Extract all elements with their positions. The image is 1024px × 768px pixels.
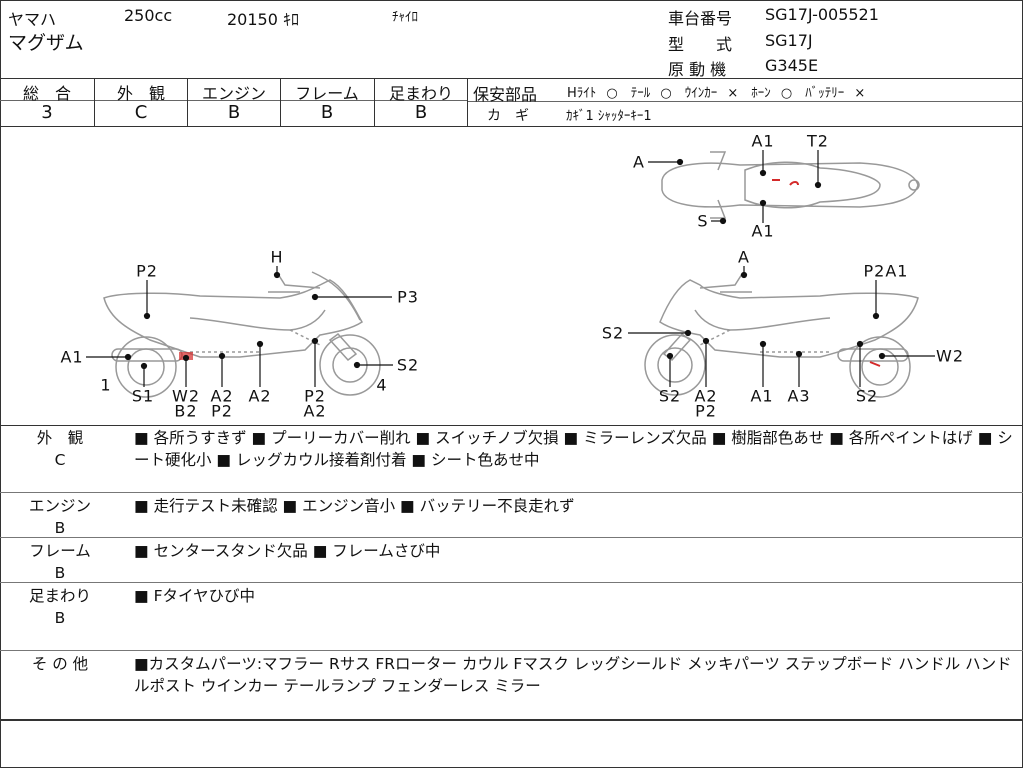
key-label: カ ギ	[487, 108, 529, 124]
corner-number: 4	[376, 375, 388, 395]
damage-label: P2	[136, 261, 158, 281]
comment-grade: B	[54, 609, 66, 627]
color: ﾁｬｲﾛ	[392, 10, 418, 25]
comment-category: フレーム	[29, 542, 91, 560]
comment-text: ■ 走行テスト未確認 ■ エンジン音小 ■ バッテリー不良走れず	[134, 497, 575, 515]
frame-no: SG17J-005521	[765, 5, 879, 24]
damage-label: A1	[60, 347, 84, 367]
divider	[0, 492, 1023, 493]
damage-label: P2	[695, 401, 717, 421]
divider	[280, 78, 281, 126]
damage-label: P3	[397, 287, 419, 307]
comment-text: ■ 各所うすきず ■ プーリーカバー削れ ■ スイッチノブ欠損 ■ ミラーレンズ…	[134, 429, 1013, 469]
damage-label: P2	[304, 386, 326, 406]
grade-value-overall: 3	[41, 102, 53, 123]
type-value: SG17J	[765, 31, 813, 50]
damage-label: A1	[751, 131, 775, 151]
damage-label: A	[633, 152, 645, 172]
scooter-top-view	[661, 151, 920, 219]
comment-category: そ の 他	[31, 655, 89, 673]
damage-label: A2	[694, 386, 718, 406]
scooter-right-view	[644, 273, 919, 398]
safety-label: 保安部品	[473, 85, 538, 104]
damage-label: A3	[787, 386, 811, 406]
damage-mark	[772, 179, 799, 186]
divider	[468, 101, 1023, 102]
comment-category: エンジン	[28, 497, 91, 515]
grade-label-frame: フレーム	[295, 84, 359, 103]
mileage: 20150 ｷﾛ	[227, 10, 299, 29]
key-value: ｶｷﾞ1 ｼｬｯﾀｰｷｰ1	[566, 109, 652, 124]
divider	[0, 537, 1023, 538]
damage-label: A2	[210, 386, 234, 406]
divider	[0, 78, 1023, 79]
damage-label: S2	[601, 323, 625, 343]
divider	[0, 719, 1023, 721]
damage-label: A	[738, 247, 750, 267]
safety-items: Hﾗｲﾄ ○ ﾃｰﾙ ○ ｳｲﾝｶｰ × ﾎｰﾝ ○ ﾊﾞｯﾃﾘｰ ×	[567, 86, 866, 101]
grade-value-exterior: C	[134, 102, 148, 123]
damage-label: A2	[248, 386, 272, 406]
comment-grade: B	[54, 519, 66, 537]
leader-lines	[86, 150, 935, 387]
damage-label: S1	[131, 386, 155, 406]
divider	[0, 126, 1023, 127]
comment-grade: B	[54, 564, 66, 582]
corner-number: 1	[100, 375, 112, 395]
model-name: マグザム	[8, 32, 84, 54]
damage-label: A1	[750, 386, 774, 406]
damage-label: W2	[172, 386, 200, 406]
grade-value-frame: B	[320, 102, 334, 123]
damage-label: S2	[658, 386, 682, 406]
damage-label: B2	[174, 401, 198, 421]
divider	[467, 78, 468, 126]
damage-label: W2	[936, 346, 964, 366]
divider	[0, 100, 468, 101]
scooter-left-view	[103, 271, 381, 398]
grade-value-suspension: B	[414, 102, 428, 123]
type-label: 型 式	[668, 35, 733, 54]
damage-label: H	[270, 247, 284, 267]
maker: ヤマハ	[8, 10, 57, 29]
comment-text: ■ センタースタンド欠品 ■ フレームさび中	[134, 542, 441, 560]
comment-category: 足まわり	[28, 587, 91, 605]
divider	[0, 650, 1023, 651]
grade-label-exterior: 外 観	[116, 84, 166, 103]
displacement: 250cc	[124, 6, 173, 25]
damage-label: P2	[211, 401, 233, 421]
divider	[0, 425, 1023, 426]
comment-text: ■ Fタイヤひび中	[134, 587, 256, 605]
frame-no-label: 車台番号	[668, 9, 733, 28]
damage-mark	[869, 361, 881, 367]
grade-label-engine: エンジン	[201, 84, 267, 103]
damage-label: A2	[303, 401, 327, 421]
grade-label-overall: 総 合	[22, 84, 72, 103]
grade-label-suspension: 足まわり	[388, 84, 454, 103]
damage-label: T2	[807, 131, 829, 151]
damage-label: P2A1	[863, 261, 909, 281]
divider	[94, 78, 95, 126]
divider	[187, 78, 188, 126]
damage-label: S2	[396, 355, 420, 375]
grade-value-engine: B	[227, 102, 241, 123]
engine-label: 原 動 機	[668, 60, 727, 79]
damage-label: A1	[751, 221, 775, 241]
comment-grade: C	[54, 451, 66, 469]
damage-label: S	[697, 211, 709, 231]
comment-category: 外 観	[36, 429, 84, 447]
engine-value: G345E	[765, 56, 819, 75]
comment-text: ■カスタムパーツ:マフラー Rサス FRローター カウル Fマスク レッグシール…	[134, 655, 1012, 695]
damage-label: S2	[855, 386, 879, 406]
divider	[0, 582, 1023, 583]
divider	[374, 78, 375, 126]
